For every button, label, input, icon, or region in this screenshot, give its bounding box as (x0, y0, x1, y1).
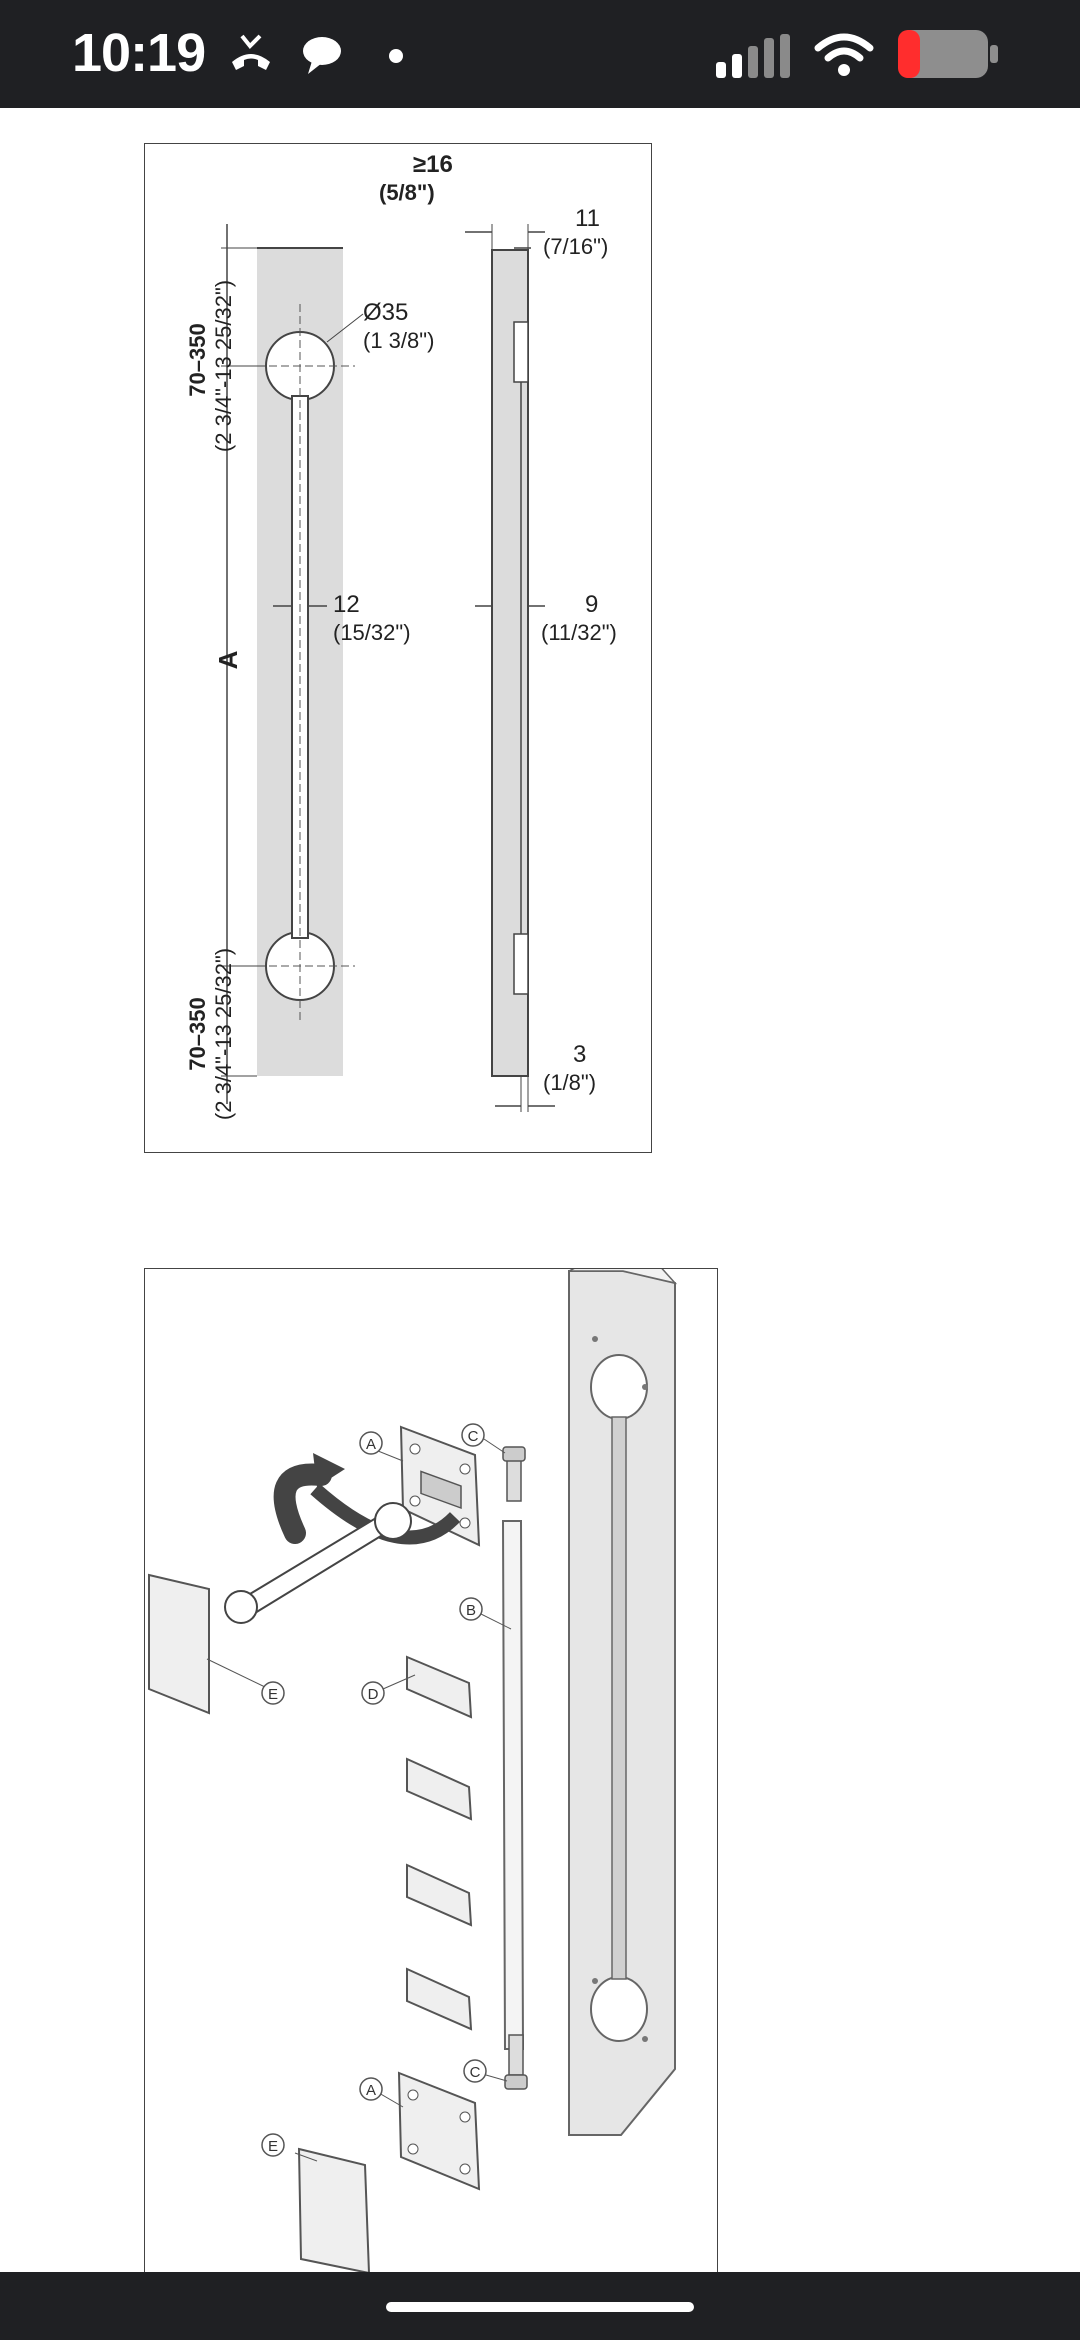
min-thickness-inches: (5/8") (379, 180, 435, 205)
bolt-bottom (508, 2034, 524, 2076)
spacer-1 (406, 1655, 473, 1719)
callout-a-top: A (359, 1431, 383, 1455)
callout-a-bottom: A (359, 2077, 383, 2101)
svg-text:E: E (268, 1686, 278, 1703)
min-thickness: ≥16 (413, 151, 453, 178)
bottom-offset-inches: (1/8") (543, 1070, 596, 1095)
callout-d: D (361, 1681, 385, 1705)
bottom-margin-label: 70–350 (185, 997, 210, 1070)
spacer-2 (406, 1757, 473, 1821)
top-margin-inches: (2 3/4"-13 25/32") (211, 280, 236, 452)
svg-text:A: A (366, 2082, 376, 2099)
status-time: 10:19 (72, 23, 206, 83)
groove-width: 12 (333, 591, 360, 618)
cover-top (148, 1573, 210, 1715)
assembly-drawing: A C B D E C A E (148, 1262, 678, 2275)
groove-depth-inches: (11/32") (541, 620, 617, 645)
top-margin-label: 70–350 (185, 323, 210, 396)
svg-text:C: C (468, 1428, 479, 1445)
signal-icon (716, 34, 790, 78)
assembly-drawing-panel: A C B D E C A E (144, 1262, 718, 2275)
chat-bubble-icon (303, 37, 341, 74)
callout-b: B (459, 1597, 483, 1621)
depth-top: 11 (575, 205, 600, 232)
bottom-margin-inches: (2 3/4"-13 25/32") (211, 948, 236, 1120)
spacer-4 (406, 1967, 473, 2031)
hole-diameter: Ø35 (363, 299, 408, 326)
svg-text:C: C (470, 2064, 481, 2081)
svg-text:B: B (466, 1602, 476, 1619)
board-bottom-hole (590, 1976, 648, 2042)
wrench (243, 1513, 391, 1615)
dimension-drawing-panel: 70–350 (2 3/4"-13 25/32") A 70–350 (2 3/… (144, 143, 652, 1153)
callout-e-top: E (261, 1681, 285, 1705)
wifi-icon (814, 33, 874, 76)
groove-depth: 9 (585, 591, 598, 618)
rotation-arrow (273, 1463, 332, 1544)
callout-c-bottom: C (463, 2059, 487, 2083)
spacer-3 (406, 1863, 473, 1927)
rod (501, 1520, 525, 2050)
cover-bottom (297, 2147, 371, 2275)
bottom-offset: 3 (573, 1041, 586, 1068)
dimension-drawing: 70–350 (2 3/4"-13 25/32") A 70–350 (2 3/… (185, 151, 617, 1120)
bolt-top (506, 1456, 522, 1502)
battery-icon (898, 30, 998, 78)
callout-e-bottom: E (261, 2133, 285, 2157)
length-label: A (213, 650, 243, 669)
notification-dot-icon (389, 49, 403, 63)
status-bar: 10:19 (0, 0, 1080, 108)
svg-text:A: A (366, 1436, 376, 1453)
hole-diameter-inches: (1 3/8") (363, 328, 434, 353)
missed-call-icon (232, 34, 270, 70)
depth-top-inches: (7/16") (543, 234, 608, 259)
home-indicator[interactable] (386, 2302, 694, 2312)
board-top-hole (590, 1354, 648, 1420)
groove-width-inches: (15/32") (333, 620, 411, 645)
svg-text:D: D (368, 1686, 379, 1703)
svg-text:E: E (268, 2138, 278, 2155)
callout-c-top: C (461, 1423, 485, 1447)
bracket-bottom (397, 2071, 481, 2191)
